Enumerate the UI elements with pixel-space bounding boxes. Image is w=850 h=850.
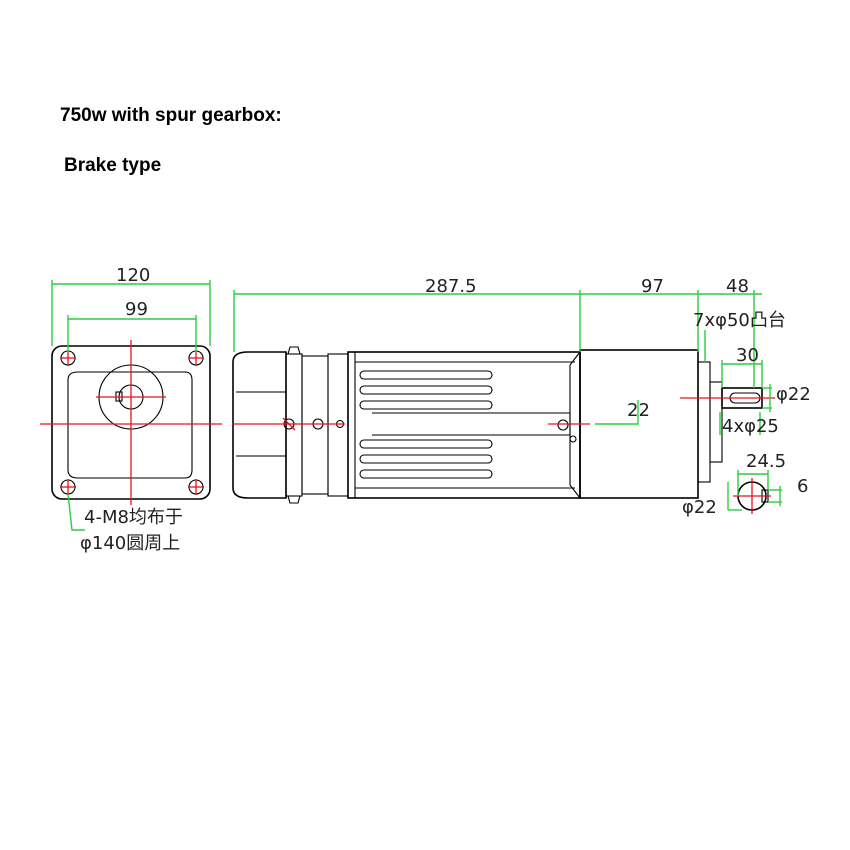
dim-end-diameter: φ22 xyxy=(682,497,717,518)
dim-body-length: 287.5 xyxy=(425,276,477,297)
drawing-subheading: Brake type xyxy=(64,155,162,176)
boss-note: 7xφ50凸台 xyxy=(693,310,786,331)
front-inner-body xyxy=(67,371,193,479)
dim-gearbox-length: 97 xyxy=(641,276,664,297)
dim-end-key: 6 xyxy=(797,476,808,497)
dim-shaft-diameter: φ22 xyxy=(776,384,811,405)
dim-end-width: 24.5 xyxy=(746,451,786,472)
dim-shaft-length: 48 xyxy=(726,276,749,297)
adapter-plate xyxy=(301,355,329,495)
dim-front-width: 120 xyxy=(116,265,150,286)
drawing-heading: 750w with spur gearbox: xyxy=(60,105,282,126)
dim-bolt-span: 99 xyxy=(125,299,148,320)
motor-body xyxy=(347,351,581,499)
front-view: 120 99 4-M8均布于 φ140圆周上 xyxy=(40,265,222,554)
brake-cover xyxy=(232,351,287,499)
key-note: 4xφ25 xyxy=(722,416,779,437)
bolt-note-line2: φ140圆周上 xyxy=(80,533,180,554)
dim-shaft-offset: 22 xyxy=(627,400,650,421)
output-boss-side xyxy=(697,361,711,483)
dim-key-length: 30 xyxy=(736,345,759,366)
side-view: 287.5 97 48 7xφ50凸台 30 φ22 22 4xφ25 xyxy=(232,276,811,504)
bolt-note-line1: 4-M8均布于 xyxy=(84,507,183,528)
shaft-end-view: 24.5 6 φ22 xyxy=(682,451,808,518)
